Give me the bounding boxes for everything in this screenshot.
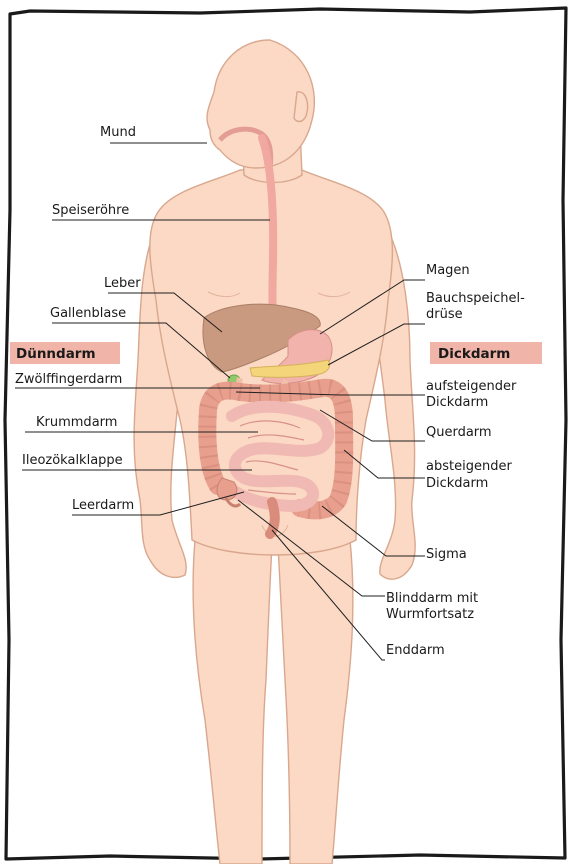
rectum: [270, 502, 275, 534]
label-absteigender-line2: Dickdarm: [426, 476, 488, 491]
label-speiseroehre: Speiseröhre: [52, 203, 129, 218]
label-aufsteigender-line1: aufsteigender: [426, 379, 517, 394]
label-blinddarm-line2: Wurmfortsatz: [386, 607, 474, 622]
label-zwoelffingerdarm: Zwölffingerdarm: [15, 372, 122, 387]
label-mund: Mund: [100, 125, 136, 140]
label-ileozoekalklappe: Ileozökalklappe: [22, 453, 123, 468]
label-sigma: Sigma: [426, 547, 467, 562]
large-intestine-header: Dickdarm: [438, 346, 510, 362]
label-bauchspeicheldruese-line2: drüse: [426, 307, 463, 322]
label-aufsteigender-line2: Dickdarm: [426, 395, 488, 410]
label-leber: Leber: [104, 276, 141, 291]
label-bauchspeicheldruese-line1: Bauchspeichel-: [426, 291, 525, 306]
label-blinddarm-line1: Blinddarm mit: [386, 591, 478, 606]
label-querdarm: Querdarm: [426, 425, 492, 440]
small-intestine-header: Dünndarm: [16, 346, 96, 362]
label-magen: Magen: [426, 263, 470, 278]
label-leerdarm: Leerdarm: [72, 498, 134, 513]
label-absteigender-line1: absteigender: [426, 459, 512, 474]
label-gallenblase: Gallenblase: [50, 306, 126, 321]
label-enddarm: Enddarm: [386, 643, 445, 658]
label-krummdarm: Krummdarm: [36, 415, 117, 430]
